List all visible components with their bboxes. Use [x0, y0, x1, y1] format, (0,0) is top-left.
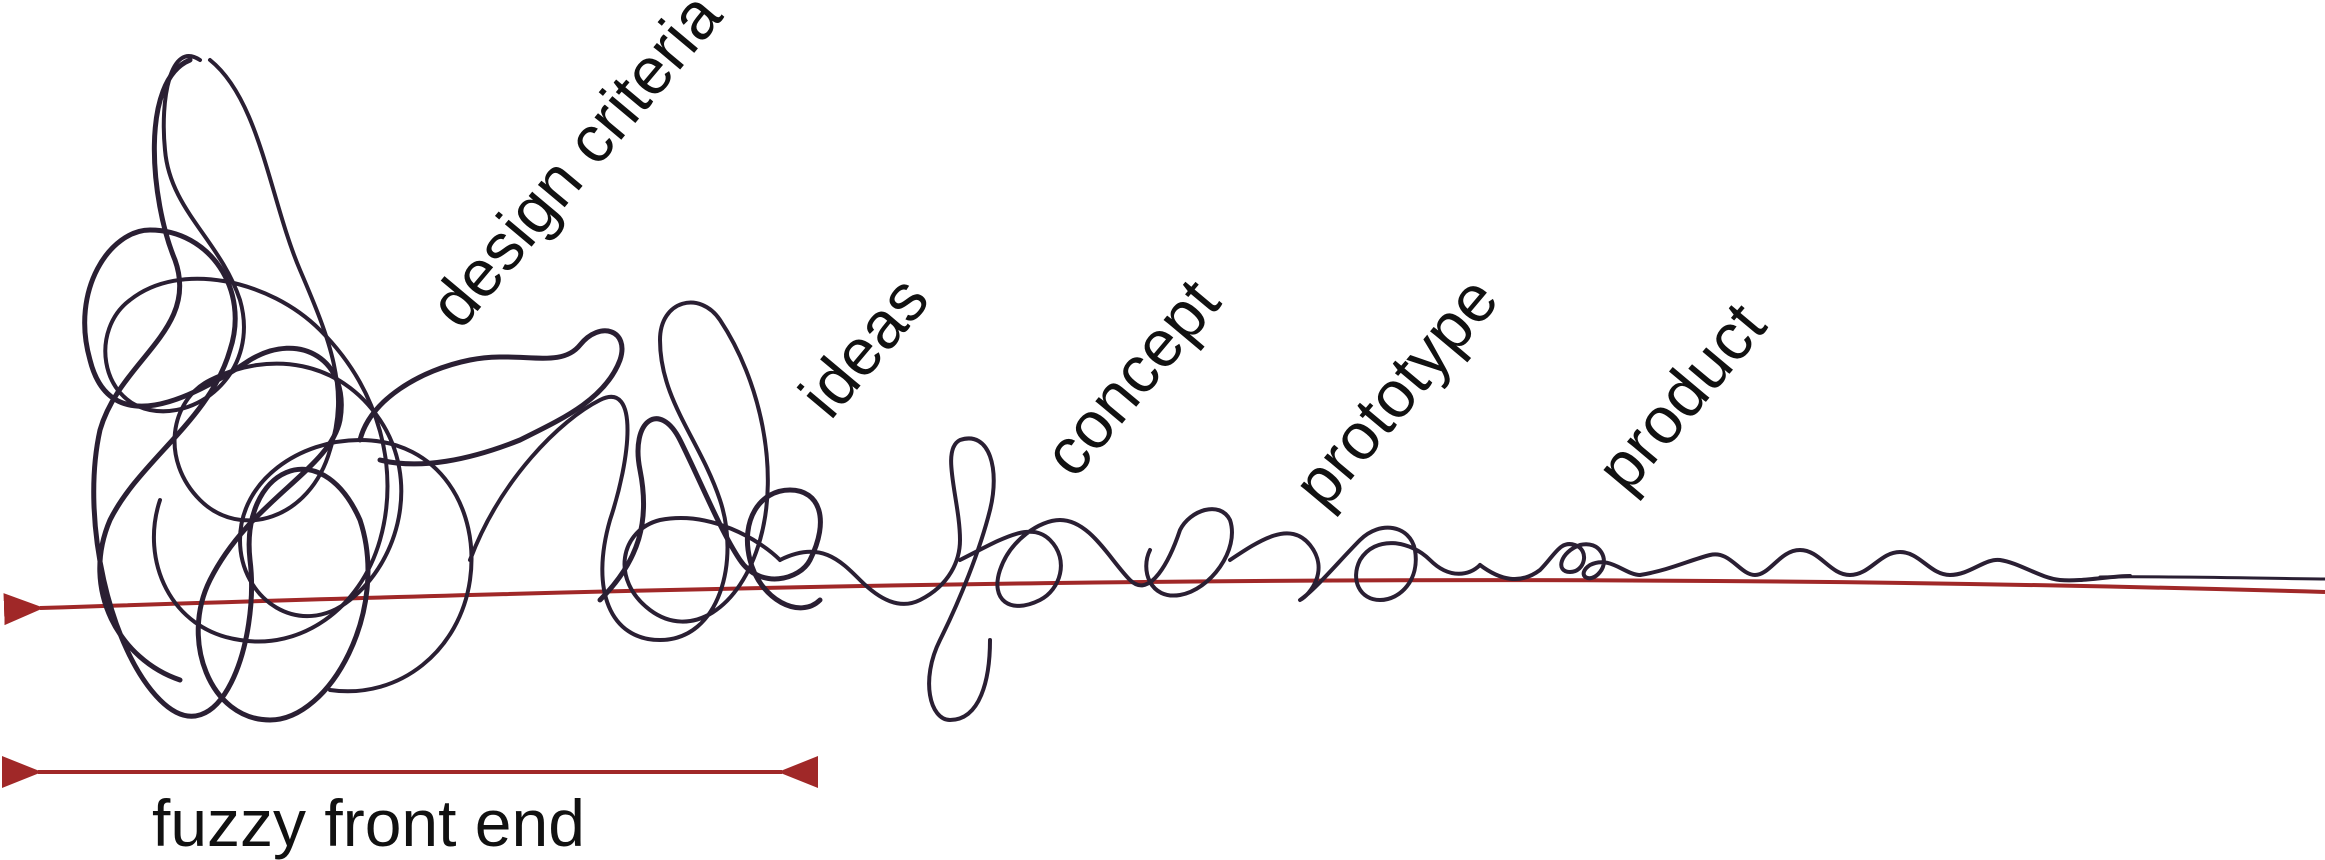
- label-fuzzy-front-end: fuzzy front end: [152, 786, 585, 860]
- squiggle-chaos-loops-3: [103, 54, 390, 644]
- design-squiggle: [82, 54, 2325, 723]
- squiggle-upper-loop: [357, 328, 625, 467]
- squiggle-prototype-loops: [1228, 525, 1482, 602]
- squiggle-concept-loops: [958, 507, 1234, 608]
- squiggle-mid-loops: [468, 300, 782, 642]
- timeline-axis: [3, 578, 2325, 626]
- squiggle-product-loops: [1478, 542, 1642, 582]
- squiggle-transition: [778, 436, 996, 722]
- squiggle-settling-waves: [1638, 548, 2132, 583]
- squiggle-chaos-loops-2: [172, 58, 474, 694]
- squiggle-chaos-loops-1: [82, 57, 371, 723]
- squiggle-ideas-loop: [597, 416, 823, 611]
- squiggle-straight-line: [2098, 575, 2325, 581]
